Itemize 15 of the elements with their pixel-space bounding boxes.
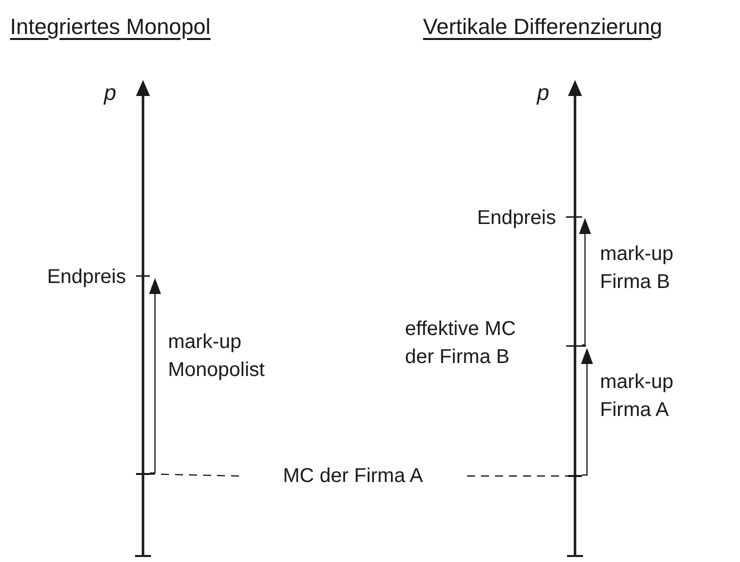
tick-label: effektive MC der Firma B — [405, 317, 517, 370]
heading: Vertikale Differenzierung — [423, 13, 664, 41]
leader-line — [467, 475, 568, 477]
leader-line — [150, 473, 240, 477]
axis-label: p — [537, 79, 550, 107]
markup-label: mark-up Firma B — [600, 242, 674, 295]
axis-label: p — [104, 79, 118, 107]
markup-label: mark-up Monopolist — [168, 330, 266, 383]
tick-label: Endpreis — [46, 265, 126, 290]
tick-mark — [136, 473, 150, 475]
markup-label: mark-up Firma A — [600, 370, 674, 423]
cost-label: MC der Firma A — [245, 462, 461, 490]
tick-label: Endpreis — [476, 206, 556, 231]
tick-mark — [568, 475, 582, 477]
heading: Integriertes Monopol — [10, 13, 212, 41]
